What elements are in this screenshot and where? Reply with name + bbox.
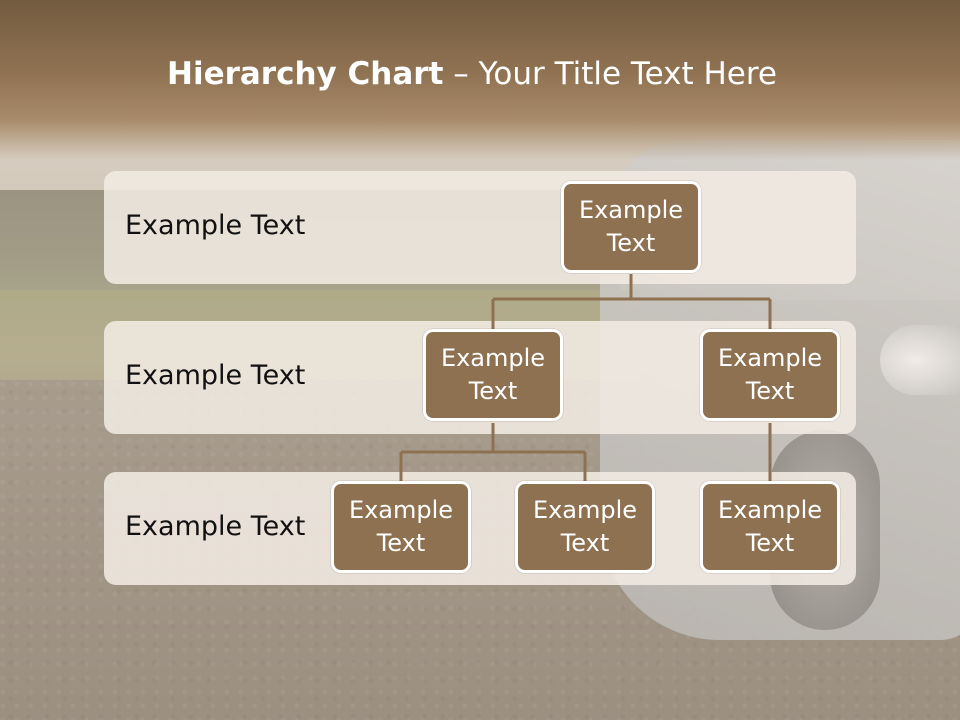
node-level3-right[interactable]: Example Text (700, 481, 840, 573)
slide-title: Hierarchy Chart – Your Title Text Here (0, 56, 944, 92)
level-band-1 (104, 171, 856, 284)
background-car-headlight (880, 325, 960, 395)
node-level3-left[interactable]: Example Text (331, 481, 471, 573)
slide-title-rest: – Your Title Text Here (443, 56, 777, 92)
node-level3-left-text: Example Text (348, 496, 454, 557)
title-bar (0, 0, 960, 160)
level-label-3: Example Text (125, 511, 306, 542)
node-level2-right[interactable]: Example Text (700, 329, 840, 421)
slide-title-bold: Hierarchy Chart (167, 56, 444, 92)
level-label-1: Example Text (125, 210, 306, 241)
node-level2-left[interactable]: Example Text (423, 329, 563, 421)
node-level3-middle[interactable]: Example Text (515, 481, 655, 573)
node-level3-middle-text: Example Text (532, 496, 638, 557)
level-label-2: Example Text (125, 360, 306, 391)
node-root[interactable]: Example Text (561, 181, 701, 273)
node-root-text: Example Text (578, 196, 684, 257)
node-level3-right-text: Example Text (717, 496, 823, 557)
node-level2-right-text: Example Text (717, 344, 823, 405)
node-level2-left-text: Example Text (440, 344, 546, 405)
